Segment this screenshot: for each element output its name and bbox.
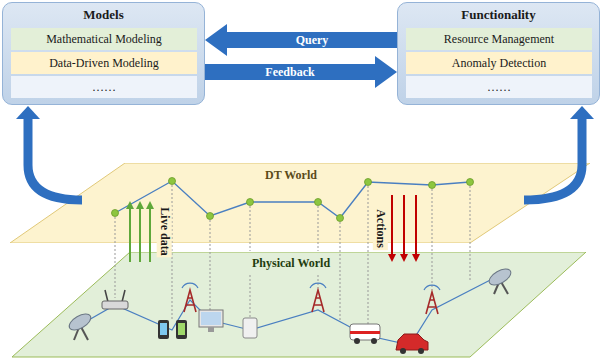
item-band: …… [406, 76, 592, 98]
satellite-dish [487, 266, 514, 294]
world-plane: DT World [10, 163, 590, 243]
connector-arrow [205, 56, 397, 88]
connector-arrow [524, 106, 594, 200]
car-icon [396, 334, 428, 354]
edge-label: Live data [157, 205, 172, 257]
item-label: Anomaly Detection [452, 56, 546, 71]
edge-label: Query [296, 33, 329, 48]
physical-links [80, 275, 500, 345]
connector-arrow [205, 24, 397, 56]
item-band: Anomaly Detection [406, 52, 592, 74]
item-label: Mathematical Modeling [46, 32, 162, 47]
panel-title: Models [3, 3, 204, 23]
tower-icon [310, 283, 326, 312]
router-icon [102, 290, 128, 309]
world-plane: Physical World [12, 252, 587, 358]
item-band: Mathematical Modeling [11, 28, 197, 50]
plane-outline [10, 163, 590, 243]
edge-label: Feedback [265, 65, 314, 80]
pc-icon [243, 318, 257, 338]
panel-box: ModelsMathematical ModelingData-Driven M… [2, 2, 205, 105]
item-band: Data-Driven Modeling [11, 52, 197, 74]
phone-icons [158, 320, 187, 339]
item-label: …… [487, 80, 511, 95]
plane-label: DT World [265, 168, 317, 183]
plane-outline [12, 252, 586, 357]
monitor-icon [199, 310, 223, 332]
item-label: Resource Management [444, 32, 554, 47]
item-label: Data-Driven Modeling [49, 56, 159, 71]
panel-title: Functionality [398, 3, 599, 23]
plane-label: Physical World [252, 256, 330, 271]
connector-arrow [388, 195, 420, 262]
tower-icon [182, 283, 198, 312]
ambulance-icon [350, 324, 380, 344]
item-band: Resource Management [406, 28, 592, 50]
item-band: …… [11, 76, 197, 98]
edge-label: Actions [372, 207, 387, 250]
connector-arrow [126, 201, 154, 262]
panel-box: FunctionalityResource ManagementAnomaly … [397, 2, 600, 105]
connector-arrow [16, 106, 82, 200]
satellite-dish [67, 311, 94, 340]
projection-lines [115, 181, 470, 324]
tower-icon [424, 285, 440, 314]
item-label: …… [92, 80, 116, 95]
